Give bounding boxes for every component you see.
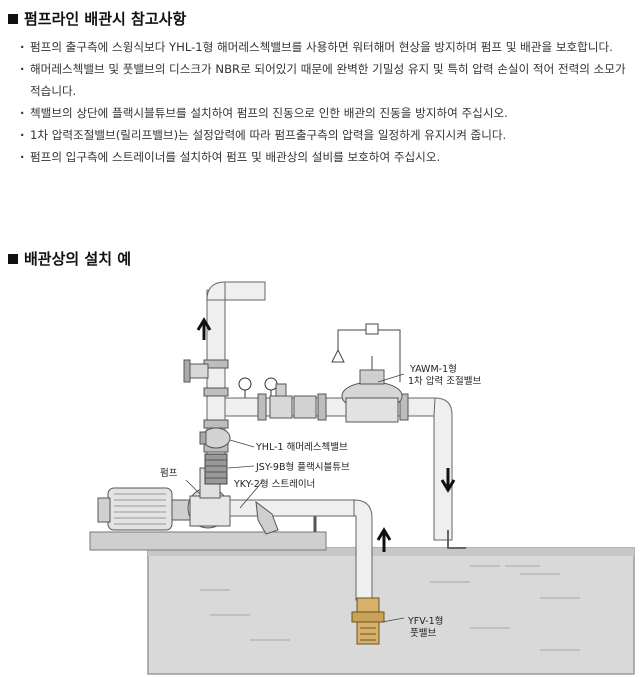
check-valve: [269, 383, 293, 419]
pressure-gauge-icon: [238, 377, 278, 400]
pressure-relief-valve: [331, 323, 403, 423]
foot-valve: [351, 597, 385, 645]
list-item: 1차 압력조절밸브(릴리프밸브)는 설정압력에 따라 펌프출구측의 압력을 일정…: [18, 124, 634, 146]
label-jsy: JSY-9B형 플랙시블튜브: [255, 462, 350, 473]
label-pump: 펌프: [160, 467, 178, 479]
pump-body: [187, 467, 231, 529]
label-yhl: YHL-1 해머레스첵밸브: [255, 441, 348, 453]
strainer-valve: [293, 395, 317, 419]
suction-pipe: [229, 499, 373, 601]
label-yfv-name: YFV-1형: [407, 616, 443, 627]
square-bullet-icon: [8, 13, 18, 24]
flexible-tube: [204, 453, 228, 485]
pump-motor: [97, 487, 191, 531]
horizontal-discharge-pipe: [224, 393, 453, 541]
discharge-pipe: [203, 281, 266, 471]
label-yawm-name: YAWM-1형: [409, 364, 457, 375]
label-yky: YKY-2형 스트레이너: [233, 479, 315, 490]
flow-down-arrow-icon: [440, 468, 456, 493]
list-item: 해머레스첵밸브 및 풋밸브의 디스크가 NBR로 되어있기 때문에 완벽한 기밀…: [18, 58, 634, 102]
list-item: 펌프의 입구측에 스트레이너를 설치하여 펌프 및 배관상의 설비를 보호하여 …: [18, 146, 634, 168]
flow-up-arrow-icon: [196, 317, 212, 340]
gate-valve: [183, 359, 209, 383]
hammerless-check-valve: [199, 427, 231, 449]
label-yfv-desc: 풋밸브: [410, 628, 436, 639]
notes-list: 펌프의 출구측에 스윙식보다 YHL-1형 해머레스첵밸브를 사용하면 워터해머…: [18, 36, 634, 168]
section-title-text: 배관상의 설치 예: [24, 250, 132, 268]
label-yawm-desc: 1차 압력 조절밸브: [408, 375, 482, 387]
section-title-example: 배관상의 설치 예: [8, 248, 131, 269]
pump-base: [89, 531, 327, 551]
flow-up-arrow-icon: [376, 527, 392, 552]
list-item: 펌프의 출구측에 스윙식보다 YHL-1형 해머레스첵밸브를 사용하면 워터해머…: [18, 36, 634, 58]
square-bullet-icon: [8, 253, 18, 264]
section-title-notes: 펌프라인 배관시 참고사항: [8, 8, 186, 29]
water-tank: [147, 547, 635, 675]
y-strainer: [255, 500, 279, 535]
list-item: 첵밸브의 상단에 플랙시블튜브를 설치하여 펌프의 진동으로 인한 배관의 진동…: [18, 102, 634, 124]
section-title-text: 펌프라인 배관시 참고사항: [24, 10, 187, 28]
